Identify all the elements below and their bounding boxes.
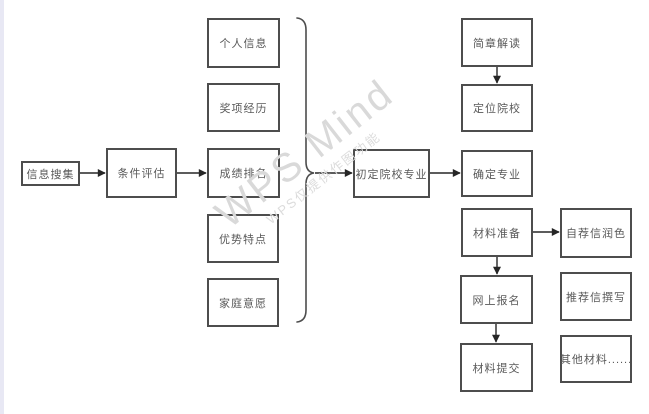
flow-node-other-materials[interactable]: 其他材料......: [560, 335, 632, 383]
flow-node-preliminary-pick[interactable]: 初定院校专业: [353, 149, 430, 198]
flow-node-info-collect[interactable]: 信息搜集: [21, 161, 80, 186]
flow-node-confirm-major[interactable]: 确定专业: [461, 150, 533, 197]
flow-node-grade-ranking[interactable]: 成绩排名: [207, 148, 280, 198]
flow-node-personal-info[interactable]: 个人信息: [207, 18, 280, 68]
flow-node-position-schools[interactable]: 定位院校: [461, 84, 533, 132]
window-edge-stripe: [0, 0, 4, 414]
flow-node-rec-letter-write[interactable]: 推荐信撰写: [560, 272, 632, 321]
flow-node-materials-prep[interactable]: 材料准备: [461, 208, 533, 257]
flow-node-awards-history[interactable]: 奖项经历: [207, 83, 280, 132]
flow-node-brochure-reading[interactable]: 简章解读: [461, 18, 533, 67]
flow-node-strengths[interactable]: 优势特点: [207, 214, 279, 263]
flow-node-self-letter-polish[interactable]: 自荐信润色: [560, 208, 632, 258]
flow-node-online-signup[interactable]: 网上报名: [460, 275, 533, 324]
flow-node-family-wishes[interactable]: 家庭意愿: [207, 278, 279, 327]
flow-node-materials-submit[interactable]: 材料提交: [460, 343, 533, 392]
flow-node-condition-eval[interactable]: 条件评估: [106, 148, 177, 198]
